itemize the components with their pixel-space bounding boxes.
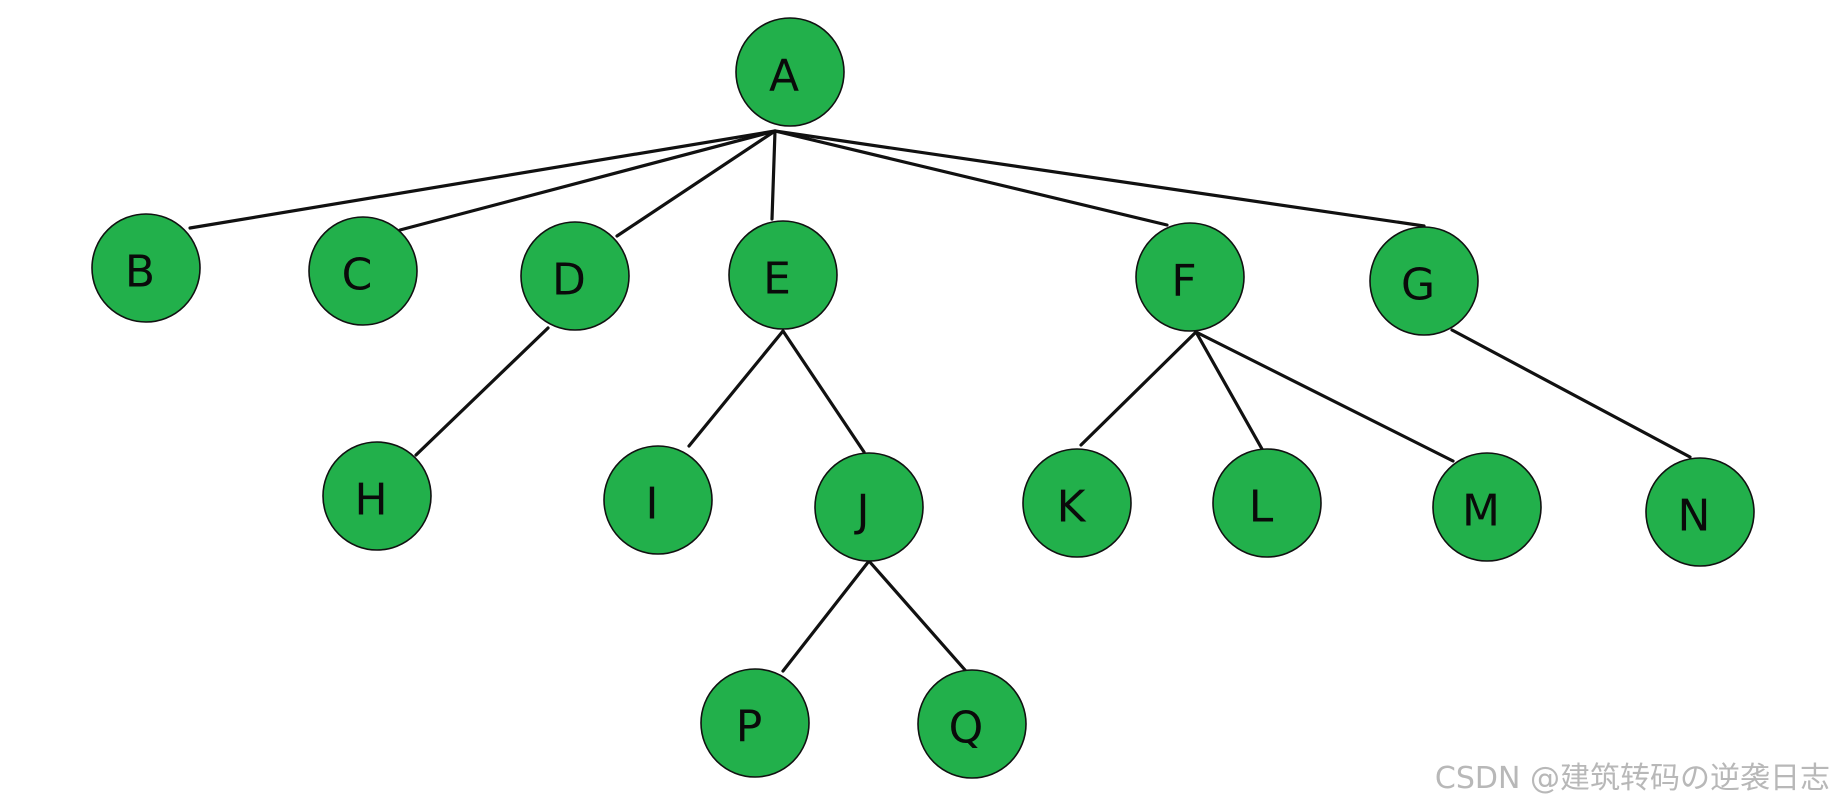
node-label: K	[1057, 482, 1087, 533]
tree-node-b: B	[91, 213, 201, 323]
tree-node-l: L	[1212, 448, 1322, 558]
node-circle	[728, 220, 838, 330]
node-circle	[91, 213, 201, 323]
node-circle	[700, 668, 810, 778]
node-circle	[1022, 448, 1132, 558]
nodes-layer: A B C D E F G H I J K L M N P Q	[91, 17, 1755, 779]
edge-a-g	[773, 129, 1426, 228]
node-circle	[603, 445, 713, 555]
node-circle	[735, 17, 845, 127]
node-label: F	[1171, 256, 1196, 307]
tree-node-c: C	[308, 216, 418, 326]
edge-e-i	[687, 329, 785, 448]
tree-node-k: K	[1022, 448, 1132, 558]
node-label: G	[1401, 260, 1435, 311]
tree-node-p: P	[700, 668, 810, 778]
node-circle	[1432, 452, 1542, 562]
node-label: I	[646, 479, 659, 530]
edge-f-m	[1194, 330, 1455, 463]
tree-node-m: M	[1432, 452, 1542, 562]
node-label: D	[552, 255, 586, 306]
tree-node-g: G	[1369, 226, 1479, 336]
edge-e-j	[781, 329, 866, 454]
node-label: H	[354, 475, 387, 526]
node-label: L	[1249, 482, 1274, 533]
node-circle	[1645, 457, 1755, 567]
edges-layer	[188, 129, 1692, 673]
tree-node-a: A	[735, 17, 845, 127]
edge-j-p	[781, 559, 871, 673]
tree-node-q: Q	[917, 669, 1027, 779]
node-circle	[308, 216, 418, 326]
edge-j-q	[867, 559, 967, 672]
edge-a-f	[773, 129, 1169, 227]
tree-node-d: D	[520, 221, 630, 331]
node-label: M	[1462, 486, 1500, 537]
edge-d-h	[414, 326, 550, 457]
node-label: Q	[949, 703, 984, 754]
edge-g-n	[1450, 328, 1692, 459]
edge-f-k	[1079, 330, 1198, 447]
edge-a-e	[770, 129, 777, 221]
edge-a-b	[188, 129, 777, 230]
node-circle	[520, 221, 630, 331]
tree-node-f: F	[1135, 222, 1245, 332]
edge-a-c	[398, 129, 777, 232]
edge-f-l	[1194, 330, 1264, 451]
node-label: C	[342, 250, 373, 301]
node-label: A	[769, 51, 799, 102]
node-circle	[917, 669, 1027, 779]
node-circle	[322, 441, 432, 551]
node-circle	[814, 452, 924, 562]
node-label: B	[125, 247, 155, 298]
node-label: J	[854, 486, 870, 537]
node-circle	[1212, 448, 1322, 558]
node-label: P	[736, 702, 763, 753]
tree-node-j: J	[814, 452, 924, 562]
tree-node-n: N	[1645, 457, 1755, 567]
tree-node-h: H	[322, 441, 432, 551]
node-circle	[1135, 222, 1245, 332]
edge-a-d	[615, 129, 777, 238]
tree-node-i: I	[603, 445, 713, 555]
watermark: CSDN @建筑转码の逆袭日志	[1434, 761, 1830, 796]
tree-node-e: E	[728, 220, 838, 330]
node-label: N	[1678, 491, 1711, 542]
node-label: E	[763, 254, 791, 305]
node-circle	[1369, 226, 1479, 336]
